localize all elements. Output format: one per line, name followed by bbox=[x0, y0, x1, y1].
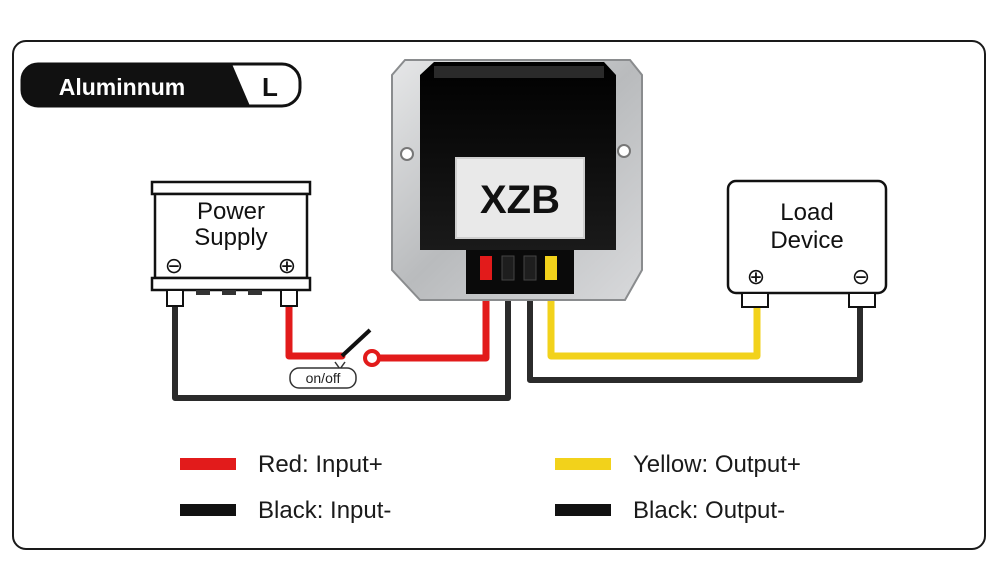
converter-module: XZB bbox=[391, 59, 643, 301]
black-wire-output-minus bbox=[527, 273, 863, 383]
legend-label-yellow: Yellow: Output+ bbox=[633, 451, 801, 478]
load-device-label-1: Load bbox=[780, 199, 833, 226]
badge-size-text: L bbox=[262, 72, 278, 102]
minus-terminal-icon: ⊖ bbox=[165, 253, 183, 278]
legend-label-black-input: Black: Input- bbox=[258, 497, 391, 524]
yellow-wire-output-plus bbox=[547, 272, 761, 360]
legend: Red: Input+ Black: Input- Yellow: Output… bbox=[180, 451, 801, 524]
badge-material-text: Aluminnum bbox=[59, 74, 186, 100]
legend-swatch-black-input bbox=[180, 504, 236, 516]
legend-swatch-black-output bbox=[555, 504, 611, 516]
minus-terminal-icon: ⊖ bbox=[852, 264, 870, 289]
plus-terminal-icon: ⊕ bbox=[747, 264, 765, 289]
load-device-label-2: Device bbox=[770, 227, 843, 254]
legend-label-black-output: Black: Output- bbox=[633, 497, 785, 524]
load-device: Load Device ⊕ ⊖ bbox=[726, 179, 888, 308]
plus-terminal-icon: ⊕ bbox=[278, 253, 296, 278]
red-wire-input-plus bbox=[285, 292, 346, 360]
power-supply-label-1: Power bbox=[197, 198, 265, 225]
legend-swatch-yellow bbox=[555, 458, 611, 470]
legend-label-red: Red: Input+ bbox=[258, 451, 383, 478]
power-supply-label-2: Supply bbox=[194, 224, 267, 251]
legend-swatch-red bbox=[180, 458, 236, 470]
black-wire-input-minus bbox=[172, 273, 511, 401]
material-badge: Aluminnum L bbox=[20, 62, 302, 108]
wires bbox=[172, 272, 863, 401]
power-supply: Power Supply ⊖ ⊕ bbox=[150, 180, 312, 307]
red-wire-to-module bbox=[368, 272, 490, 362]
switch-label: on/off bbox=[306, 370, 341, 386]
module-brand: XZB bbox=[480, 178, 560, 222]
on-off-switch: on/off bbox=[289, 328, 381, 389]
